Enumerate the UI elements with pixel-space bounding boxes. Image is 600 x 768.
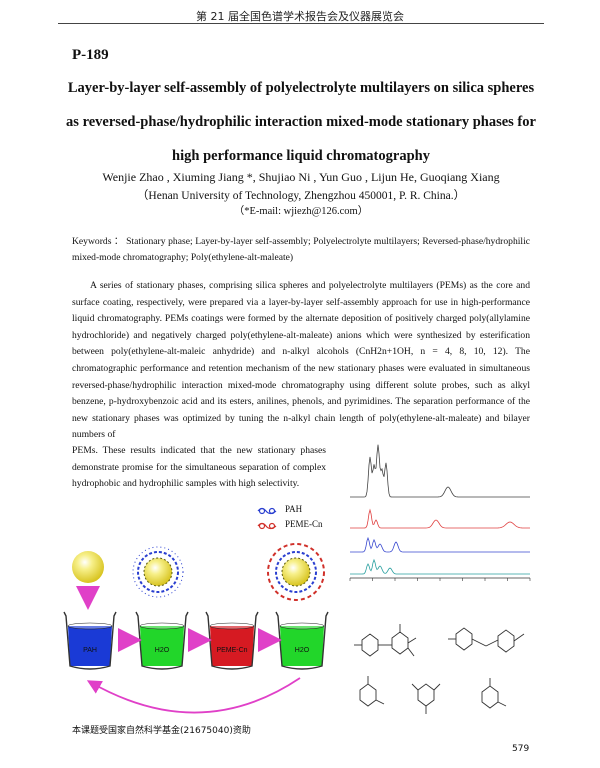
beaker-glass bbox=[63, 611, 117, 670]
structure-5 bbox=[481, 678, 507, 709]
legend-pah bbox=[257, 507, 277, 515]
abstract-paragraph-continued: PEMs. These results indicated that the n… bbox=[72, 445, 326, 490]
coated-sphere-multilayer bbox=[267, 543, 325, 601]
pah-strand-icon bbox=[257, 507, 277, 515]
beaker-label: H2O bbox=[295, 647, 310, 654]
chromatogram-panel bbox=[349, 444, 531, 581]
beaker-label: PEME-Cn bbox=[216, 647, 247, 654]
structure-2 bbox=[448, 627, 525, 653]
beaker-label: H2O bbox=[155, 647, 170, 654]
peme-strand-icon bbox=[257, 522, 277, 530]
keywords: Keywords ： Stationary phase; Layer-by-la… bbox=[72, 234, 530, 266]
chromatogram-trace-2 bbox=[350, 508, 530, 529]
silica-sphere bbox=[72, 551, 104, 583]
cycle-arrow bbox=[86, 677, 301, 714]
beaker-1: PAH bbox=[63, 611, 117, 670]
legend-pah-label: PAH bbox=[285, 504, 303, 514]
structure-3 bbox=[359, 676, 385, 707]
beaker-3: PEME-Cn bbox=[205, 611, 259, 670]
email-line: （*E-mail: wjiezh@126.com） bbox=[233, 206, 369, 217]
structure-1 bbox=[354, 624, 417, 657]
beaker-surface bbox=[209, 622, 255, 630]
abstract-paragraph: A series of stationary phases, comprisin… bbox=[72, 280, 530, 441]
header-rule bbox=[58, 23, 544, 24]
beaker-glass bbox=[135, 611, 189, 670]
chromatogram-trace-3 bbox=[350, 536, 530, 553]
legend-peme-label: PEME-Cn bbox=[285, 519, 323, 529]
beaker-liquid bbox=[68, 626, 112, 666]
funding-note: 本课题受国家自然科学基金(21675040)资助 bbox=[72, 726, 251, 736]
beaker-surface bbox=[279, 622, 325, 630]
keywords-label: Keywords ： bbox=[72, 236, 124, 247]
beaker-liquid bbox=[210, 626, 254, 666]
beaker-glass bbox=[205, 611, 259, 670]
beaker-4: H2O bbox=[275, 611, 329, 670]
chromatogram-trace-4 bbox=[350, 558, 530, 575]
title-line-1: Layer-by-layer self-assembly of polyelec… bbox=[67, 80, 535, 96]
beaker-glass bbox=[275, 611, 329, 670]
page-number: 579 bbox=[512, 744, 530, 754]
title-line-3: high performance liquid chromatography bbox=[172, 148, 430, 164]
title-line-2: as reversed-phase/hydrophilic interactio… bbox=[66, 114, 536, 130]
beaker-2: H2O bbox=[135, 611, 189, 670]
author-list: Wenjie Zhao , Xiuming Jiang *, Shujiao N… bbox=[102, 170, 500, 184]
chromatogram-trace-1 bbox=[350, 444, 530, 498]
coated-sphere-pah bbox=[132, 546, 184, 598]
beaker-liquid bbox=[280, 626, 324, 666]
structure-4 bbox=[411, 683, 441, 714]
affiliation: （Henan University of Technology, Zhengzh… bbox=[136, 190, 466, 202]
running-header: 第 21 届全国色谱学术报告会及仪器展览会 bbox=[196, 10, 404, 23]
beaker-surface bbox=[139, 622, 185, 630]
beaker-liquid bbox=[140, 626, 184, 666]
beaker-surface bbox=[67, 622, 113, 630]
keywords-text: Stationary phase; Layer-by-layer self-as… bbox=[72, 236, 530, 263]
paper-id: P-189 bbox=[72, 47, 109, 63]
legend-peme bbox=[257, 522, 277, 530]
beaker-label: PAH bbox=[83, 647, 97, 654]
